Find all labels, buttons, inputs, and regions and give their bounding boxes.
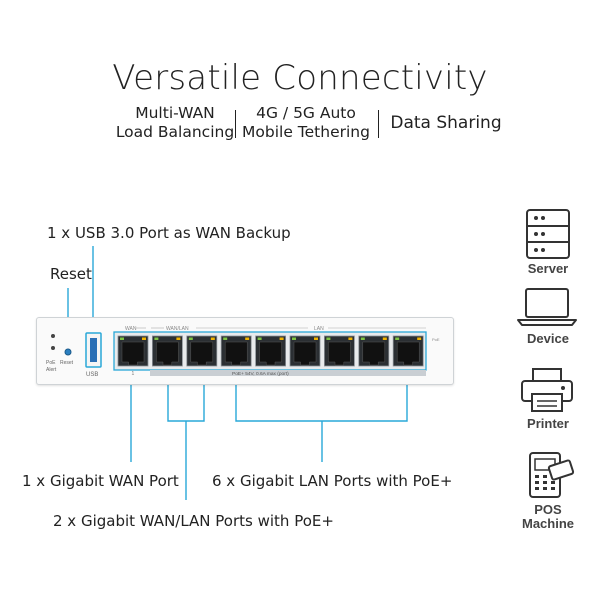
ethernet-port: 2 [152,335,183,377]
port-link-led [223,337,228,340]
feature-line: Load Balancing [115,123,235,141]
poe-section-label: PoE [432,337,440,342]
feature-data-sharing: Data Sharing [384,114,508,133]
reset-callout-label: Reset [50,265,92,283]
wanlan-callout-label: 2 x Gigabit WAN/LAN Ports with PoE+ [53,512,334,530]
feature-separator [378,110,379,138]
port-activity-led [382,337,387,340]
pos-machine-icon [529,452,575,498]
lan-callout-label: 6 x Gigabit LAN Ports with PoE+ [212,472,453,490]
wanlan-callout-bracket [167,370,205,500]
port-activity-led [210,337,215,340]
feature-line: 4G / 5G Auto [256,104,356,122]
power-icon [51,334,55,338]
port-link-led [292,337,296,340]
port-link-led [326,337,331,340]
port-link-led [154,337,159,340]
port-link-led [120,337,124,340]
server-icon [526,209,570,259]
ethernet-port: 1 [117,335,149,377]
alert-led [51,346,55,350]
port-activity-led [176,337,181,340]
laptop-icon [517,288,577,326]
ethernet-port: 5 [255,335,287,377]
feature-separator [235,110,236,138]
feature-multi-wan: Multi-WAN Load Balancing [110,104,240,142]
usb-callout-label: 1 x USB 3.0 Port as WAN Backup [47,224,291,242]
lan-section-label: LAN [314,326,324,332]
feature-line: Multi-WAN [135,104,215,122]
printer-icon [521,368,573,412]
wan-callout-label: 1 x Gigabit WAN Port [22,472,179,490]
port-activity-led [279,337,284,340]
page-title: Versatile Connectivity [112,58,488,98]
ethernet-port: 6 [289,335,321,377]
port-link-led [257,337,262,340]
feature-line: Data Sharing [390,113,502,133]
poe-strip [150,370,426,376]
port-activity-led [245,337,250,340]
device-label-printer: Printer [527,416,569,431]
ethernet-port: 3 [186,335,218,377]
port-link-led [188,337,193,340]
port-activity-led [314,337,318,340]
reset-button [64,348,72,356]
ethernet-port: 9 [392,335,424,377]
ethernet-port: 7 [323,335,355,377]
reset-button-label: Reset [60,360,74,366]
port-number: 1 [132,371,135,377]
poe-led-label: PoE [46,360,56,366]
port-activity-led [417,337,422,340]
poe-strip-label: PoE+ 54V, 0.6A max (port) [232,371,289,377]
lan-callout-bracket [235,370,408,462]
alert-led-label: Alert [46,367,57,373]
port-link-led [395,337,400,340]
ethernet-port: 4 [220,335,252,377]
router-ports-svg: PoE Alert Reset USB WAN WAN/LAN LAN PoE … [46,326,440,378]
port-activity-led [142,337,146,340]
usb-port-label: USB [86,372,98,378]
device-label-device: Device [527,331,569,346]
wanlan-section-label: WAN/LAN [166,326,189,332]
wan-section-label: WAN [125,326,137,332]
port-link-led [360,337,365,340]
feature-mobile-tethering: 4G / 5G Auto Mobile Tethering [240,104,372,142]
port-activity-led [348,337,353,340]
device-label-server: Server [527,261,569,276]
feature-line: Mobile Tethering [242,123,370,141]
device-label-pos-machine: POS Machine [521,502,574,531]
usb-port-tongue [90,338,97,362]
